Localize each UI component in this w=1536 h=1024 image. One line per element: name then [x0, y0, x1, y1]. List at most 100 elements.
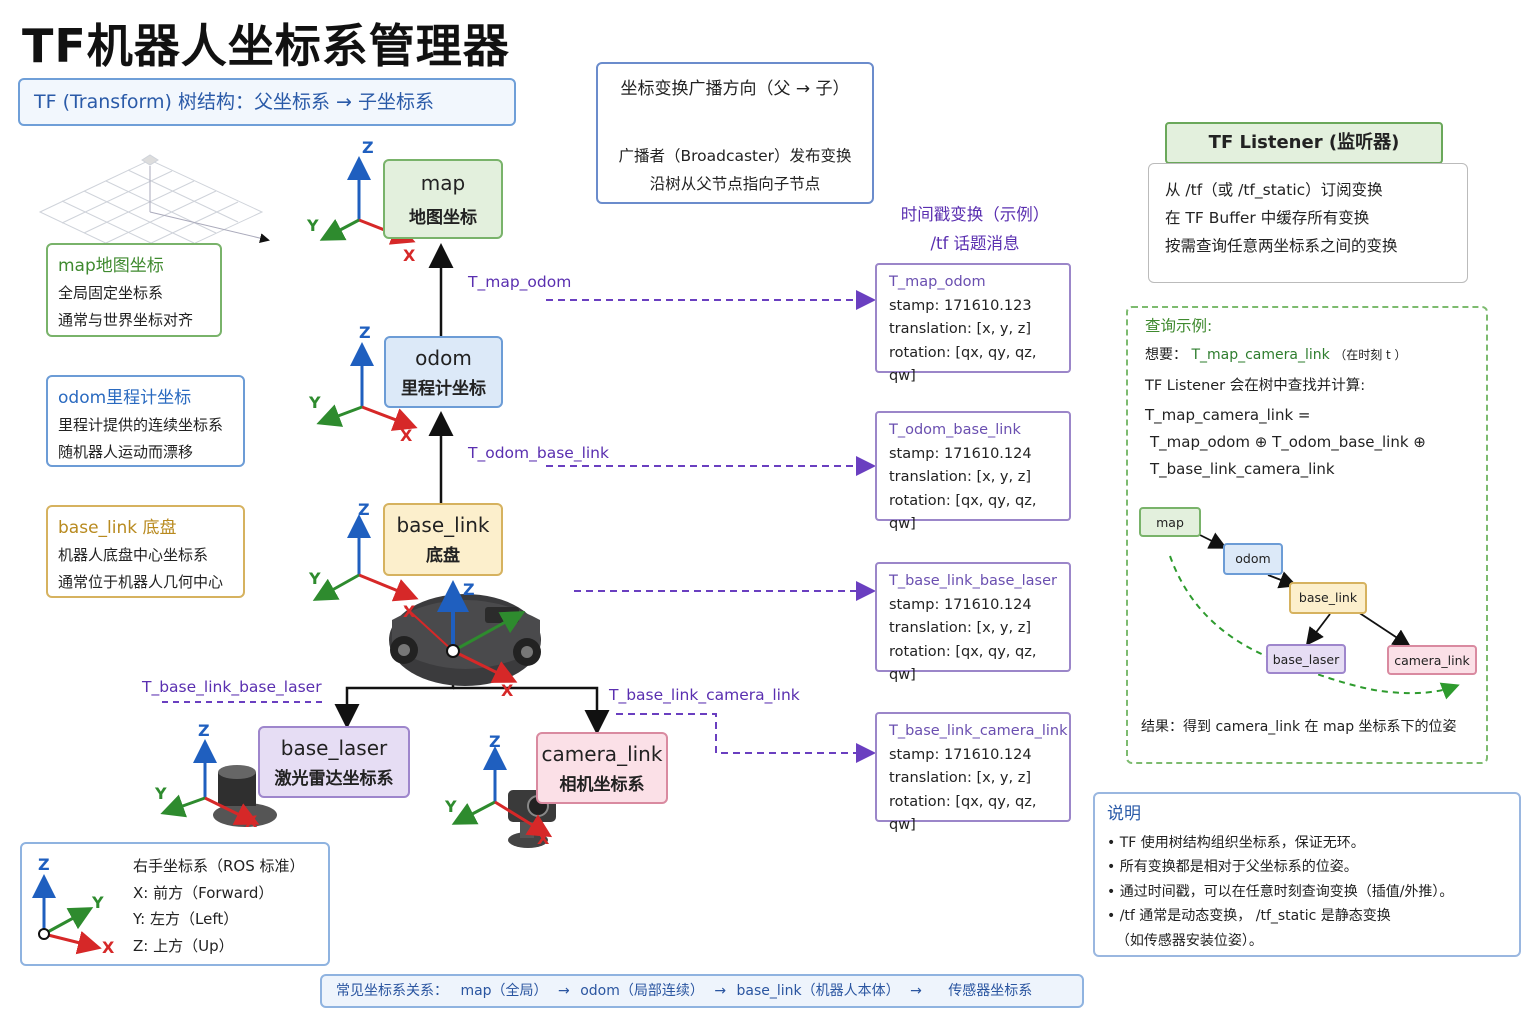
relations-arrow-icon: → [558, 983, 570, 999]
page-title: TF机器人坐标系管理器 [22, 19, 510, 73]
relations-map: map（全局） [460, 983, 548, 999]
relations-base-link: base_link（机器人本体） [736, 983, 900, 999]
legend-odom-title: odom里程计坐标 [58, 388, 192, 408]
node-camera-link-desc: 相机坐标系 [559, 775, 645, 795]
laser-x-label: X [245, 812, 258, 831]
msg-stamp: stamp: 171610.124 [889, 746, 1032, 763]
base-z-label: Z [358, 500, 370, 519]
relations-arrow-icon: → [714, 983, 727, 999]
listener-line1: 从 /tf（或 /tf_static）订阅变换 [1165, 181, 1383, 199]
notes-item: • 所有变换都是相对于父坐标系的位姿。 [1107, 859, 1358, 875]
query-want-value: T_map_camera_link [1191, 347, 1330, 363]
mini-node-base-link: base_link [1289, 582, 1367, 614]
map-x-label: X [403, 246, 416, 265]
query-formula-2: T_map_odom ⊕ T_odom_base_link ⊕ [1150, 433, 1426, 451]
node-odom[interactable]: odom 里程计坐标 [384, 336, 503, 408]
camera-y-label: Y [445, 797, 457, 816]
lidar-icon [160, 739, 277, 827]
base-y-label: Y [309, 569, 321, 588]
msg-translation: translation: [x, y, z] [889, 321, 1031, 337]
mini-node-odom: odom [1223, 543, 1283, 575]
legend-base-link: base_link 底盘 机器人底盘中心坐标系 通常位于机器人几何中心 [46, 505, 245, 598]
right-hand-z: Z: 上方（Up） [133, 936, 234, 955]
broadcast-heading: 坐标变换广播方向（父 → 子） [620, 79, 850, 99]
query-formula-3: T_base_link_camera_link [1150, 460, 1335, 478]
node-base-link-desc: 底盘 [426, 546, 460, 566]
msg-translation: translation: [x, y, z] [889, 620, 1031, 636]
robot-x-label: X [501, 681, 514, 700]
listener-title: TF Listener (监听器) [1165, 122, 1443, 164]
msg-rotation: rotation: [qx, qy, qz, qw] [889, 643, 1037, 684]
node-camera-link-name: camera_link [541, 742, 663, 766]
robot-base-icon [389, 580, 541, 686]
node-camera-link[interactable]: camera_link 相机坐标系 [536, 732, 668, 804]
notes-item: • 通过时间戳，可以在任意时刻查询变换（插值/外推）。 [1107, 883, 1454, 900]
msg-name: T_odom_base_link [889, 422, 1021, 438]
odom-axes-icon [316, 342, 418, 431]
rhs-x-label: X [102, 938, 115, 957]
relations-arrow-icon: → [910, 983, 922, 999]
node-base-laser-desc: 激光雷达坐标系 [274, 769, 394, 789]
msg-stamp: stamp: 171610.123 [889, 297, 1032, 314]
edge-label-base-camera: T_base_link_camera_link [609, 686, 800, 704]
edge-base-to-camera [453, 686, 610, 735]
robot-z-label: Z [463, 580, 475, 599]
relations-odom: odom（局部连续） [580, 983, 704, 999]
node-base-laser-name: base_laser [280, 736, 388, 760]
query-want-time: （在时刻 t ） [1334, 348, 1407, 362]
laser-y-label: Y [155, 784, 167, 803]
legend-base-link-title: base_link 底盘 [58, 518, 177, 538]
msg-base-camera: T_base_link_camera_link stamp: 171610.12… [875, 712, 1071, 833]
msg-rotation: rotation: [qx, qy, qz, qw] [889, 344, 1037, 385]
msg-rotation: rotation: [qx, qy, qz, qw] [889, 793, 1037, 834]
camera-x-label: X [537, 829, 550, 848]
notes-item: （如传感器安装位姿）。 [1107, 932, 1263, 949]
robot-x-label-left: X [403, 602, 416, 621]
mini-tree-query-path [1169, 555, 1460, 700]
odom-x-label: X [400, 426, 413, 445]
camera-z-label: Z [489, 732, 501, 751]
node-map-name: map [420, 171, 466, 195]
query-example-box [1126, 306, 1488, 764]
timestamp-heading: 时间戳变换（示例） /tf 话题消息 [880, 200, 1070, 258]
msg-translation: translation: [x, y, z] [889, 770, 1031, 786]
node-base-laser[interactable]: base_laser 激光雷达坐标系 [258, 726, 410, 798]
notes-item: • TF 使用树结构组织坐标系，保证无环。 [1107, 834, 1365, 851]
legend-base-link-line2: 通常位于机器人几何中心 [58, 573, 224, 591]
msg-stamp: stamp: 171610.124 [889, 445, 1032, 462]
legend-map-line1: 全局固定坐标系 [58, 284, 164, 302]
msg-name: T_base_link_base_laser [889, 573, 1057, 589]
edge-label-base-laser: T_base_link_base_laser [142, 678, 322, 696]
notes-box: 说明 • TF 使用树结构组织坐标系，保证无环。 • 所有变换都是相对于父坐标系… [1093, 792, 1521, 957]
right-hand-x: X: 前方（Forward） [133, 883, 274, 902]
legend-odom-line2: 随机器人运动而漂移 [58, 443, 194, 461]
edge-label-odom-base: T_odom_base_link [468, 444, 609, 462]
relations-label: 常见坐标系关系： [336, 983, 448, 999]
node-map[interactable]: map 地图坐标 [383, 159, 503, 239]
listener-line2: 在 TF Buffer 中缓存所有变换 [1165, 209, 1370, 227]
odom-y-label: Y [309, 393, 321, 412]
edge-label-map-odom: T_map_odom [468, 273, 572, 291]
notes-title: 说明 [1107, 804, 1141, 824]
laser-z-label: Z [198, 721, 210, 740]
relations-sensor: 传感器坐标系 [948, 983, 1033, 999]
listener-line3: 按需查询任意两坐标系之间的变换 [1165, 237, 1398, 255]
mini-node-map: map [1139, 507, 1201, 537]
broadcast-line2: 沿树从父节点指向子节点 [649, 175, 821, 193]
legend-map: map地图坐标 全局固定坐标系 通常与世界坐标对齐 [46, 243, 222, 337]
node-base-link[interactable]: base_link 底盘 [383, 503, 503, 576]
timestamp-heading-line1: 时间戳变换（示例） [900, 205, 1050, 224]
msg-base-laser: T_base_link_base_laser stamp: 171610.124… [875, 562, 1071, 683]
msg-translation: translation: [x, y, z] [889, 469, 1031, 485]
msg-rotation: rotation: [qx, qy, qz, qw] [889, 492, 1037, 533]
relations-bar: 常见坐标系关系： map（全局） → odom（局部连续） → base_lin… [320, 974, 1084, 1008]
query-want-label: 想要： [1145, 347, 1187, 363]
msg-odom-base: T_odom_base_link stamp: 171610.124 trans… [875, 411, 1071, 532]
legend-base-link-line1: 机器人底盘中心坐标系 [58, 546, 209, 564]
msg-name: T_base_link_camera_link [889, 723, 1068, 739]
mini-node-base-laser: base_laser [1266, 644, 1346, 674]
query-want: 想要： T_map_camera_link （在时刻 t ） [1145, 344, 1407, 364]
base-link-axes-icon [312, 514, 419, 602]
query-line2: TF Listener 会在树中查找并计算: [1145, 378, 1366, 394]
